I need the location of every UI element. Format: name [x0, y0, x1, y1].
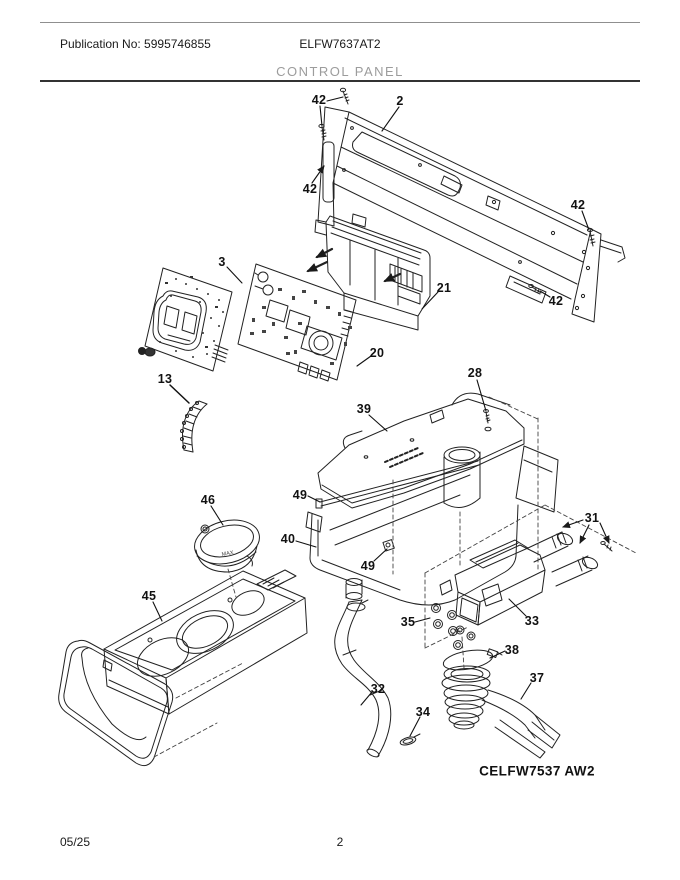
callout-20: 20 — [369, 346, 385, 360]
cup-max-marking: MAX — [221, 550, 234, 558]
callout-37: 37 — [529, 671, 545, 685]
callout-13: 13 — [157, 372, 173, 386]
part-39-housing-cover — [315, 392, 559, 513]
callout-35: 35 — [400, 615, 416, 629]
section-title: CONTROL PANEL — [276, 64, 404, 79]
callout-40: 40 — [280, 532, 296, 546]
screw-31 — [600, 541, 613, 552]
callout-42-left: 42 — [302, 182, 318, 196]
callout-42-right: 42 — [570, 198, 586, 212]
footer-page-number: 2 — [336, 835, 344, 849]
screw-42-right — [586, 227, 596, 247]
part-46-softener-cup — [194, 519, 260, 573]
header-top-rule — [40, 22, 640, 23]
callout-39: 39 — [356, 402, 372, 416]
part-33-valve-assembly — [439, 531, 599, 641]
screw-42-left — [318, 123, 327, 141]
part-20-main-board — [237, 263, 357, 382]
part-3-ui-board — [138, 267, 233, 372]
model-number: ELFW7637AT2 — [299, 37, 381, 51]
footer-date: 05/25 — [60, 835, 91, 849]
part-13-light-pipe — [180, 400, 208, 453]
part-40-housing-body — [305, 446, 519, 606]
callout-46: 46 — [200, 493, 216, 507]
part-3-components — [159, 276, 224, 358]
callout-28: 28 — [467, 366, 483, 380]
callout-21: 21 — [436, 281, 452, 295]
callout-42-bottom: 42 — [548, 294, 564, 308]
callout-49-lower: 49 — [360, 559, 376, 573]
drawer-front-panel — [58, 639, 174, 767]
part-20-components — [250, 288, 352, 365]
callout-45: 45 — [141, 589, 157, 603]
screw-42-top — [339, 87, 350, 105]
part-21-control-housing — [314, 213, 431, 331]
callout-38: 38 — [504, 643, 520, 657]
part-32-fill-hose — [334, 599, 392, 758]
part-34-clamp — [399, 733, 421, 746]
callout-34: 34 — [415, 705, 431, 719]
header-bottom-rule — [40, 80, 640, 82]
callout-32: 32 — [370, 682, 386, 696]
callout-49-upper: 49 — [292, 488, 308, 502]
part-2-support-bracket — [317, 106, 626, 323]
part-37-bellows — [441, 665, 561, 759]
part-45-dispenser-drawer — [102, 569, 308, 715]
callout-42-top: 42 — [311, 93, 327, 107]
screw-42-bottom — [528, 284, 542, 294]
publication-number: Publication No: 5995746855 — [60, 37, 211, 51]
assembly-direction-arrows — [306, 247, 402, 283]
callout-33: 33 — [524, 614, 540, 628]
callout-2: 2 — [396, 94, 404, 108]
construction-lines — [153, 396, 637, 758]
leader-lines — [152, 96, 610, 737]
callout-3: 3 — [218, 255, 226, 269]
variant-code: CELFW7537 AW2 — [479, 763, 595, 779]
screw-28 — [483, 409, 491, 424]
callout-31: 31 — [584, 511, 600, 525]
